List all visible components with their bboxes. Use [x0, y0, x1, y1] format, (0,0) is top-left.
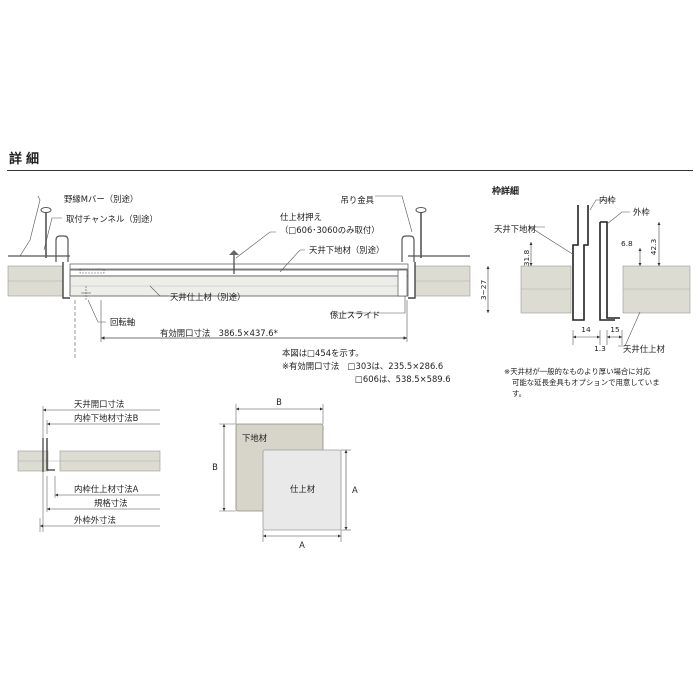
size-terms-diagram: 天井開口寸法 内枠下地材寸法B 内枠仕上材寸法A 規格寸法 外枠外寸法 — [17, 399, 161, 532]
dim-text-1-3: 1.3 — [594, 344, 606, 353]
frame-note-line3: す。 — [512, 389, 526, 398]
panel-label-base: 下地材 — [242, 433, 268, 443]
leader-frame-base — [528, 226, 575, 256]
leader-pivot — [87, 299, 106, 323]
inner-frame-profile — [572, 205, 589, 321]
label-finish-material: 天井仕上材（別途） — [170, 292, 245, 302]
frame-detail-title: 枠詳細 — [491, 185, 519, 197]
label-hanger: 吊り金具 — [341, 195, 375, 205]
panel-finish-material — [262, 449, 342, 531]
hanger-nut-right — [415, 207, 427, 213]
label-presser: 仕上材押え — [280, 212, 322, 222]
panel-dim-a-bottom: A — [299, 540, 305, 550]
label-opening: 有効開口寸法 386.5×437.6* — [160, 328, 278, 338]
lid-presser-strip — [69, 263, 409, 270]
frame-note-line2: 可能な延長金具もオプションで用意していま — [512, 378, 660, 387]
outer-frame-right — [408, 262, 416, 299]
frame-label-base: 天井下地材 — [494, 224, 536, 234]
panel-dim-b-top: B — [276, 397, 282, 407]
leader-outer-frame — [606, 211, 630, 225]
frame-label-inner: 内枠 — [599, 195, 616, 205]
leader-presser — [235, 231, 276, 259]
label-base-material: 天井下地材（別途） — [309, 245, 384, 255]
m-bar-right — [401, 235, 415, 262]
panel-dim-a-right: A — [352, 485, 358, 495]
dim-text-42-3: 42.3 — [649, 238, 658, 255]
size-label-outer-frame: 外枠外寸法 — [74, 515, 116, 525]
panel-dim-b-left: B — [212, 462, 218, 472]
leader-inner-frame — [589, 199, 610, 211]
screw-head — [229, 250, 239, 255]
dim-text-14: 14 — [581, 325, 591, 334]
frame-board-left — [520, 265, 572, 314]
leader-frame-finish — [618, 311, 641, 347]
label-slide: 係止スライド — [330, 310, 380, 320]
outer-frame-left — [62, 262, 70, 299]
leader-hanger — [375, 195, 413, 233]
frame-note-line1: ※天井材が一般的なものより厚い場合に対応 — [504, 367, 651, 376]
hanger-nut-left — [40, 207, 52, 213]
dim-text-15: 15 — [610, 325, 620, 334]
dim-text-3-27: 3~27 — [479, 280, 488, 301]
lid-base-board — [69, 269, 409, 277]
label-pivot: 回転軸 — [110, 317, 135, 327]
dim-text-6-8: 6.8 — [621, 239, 633, 248]
label-channel: 取付チャンネル（別途） — [66, 214, 158, 224]
frame-label-finish: 天井仕上材 — [623, 344, 665, 354]
size-label-ceiling-opening: 天井開口寸法 — [74, 399, 124, 409]
leader-channel — [43, 217, 62, 251]
size-label-inner-base: 内枠下地材寸法B — [74, 413, 139, 423]
leader-m-bar — [19, 195, 41, 257]
note-shown-size: 本図は□454を示す。 — [282, 348, 364, 358]
label-m-bar: 野縁Mバー（別途） — [64, 194, 138, 204]
frame-label-outer: 外枠 — [633, 207, 650, 217]
m-bar-left — [55, 235, 69, 262]
pivot-dashed — [79, 268, 105, 274]
panel-label-finish: 仕上材 — [290, 484, 316, 494]
frame-detail-view: 枠詳細 天井下地材 内枠 — [479, 185, 691, 398]
size-label-standard: 規格寸法 — [94, 498, 128, 508]
slide-lock — [397, 269, 408, 297]
page-title: 詳細 — [9, 152, 44, 167]
leader-slide — [330, 296, 406, 314]
size-label-inner-finish: 内枠仕上材寸法A — [74, 484, 139, 494]
title-rule — [7, 170, 693, 171]
note-opening-606: □606は、538.5×589.6 — [355, 374, 451, 384]
dim-text-31-8: 31.8 — [522, 249, 531, 266]
leader-finish — [149, 285, 168, 297]
note-opening-303: ※有効開口寸法 □303は、235.5×286.6 — [282, 361, 443, 371]
main-section-view: 野縁Mバー（別途） 取付チャンネル（別途） 吊り金具 仕上材押え （□606･3… — [7, 194, 471, 384]
leader-base-material — [279, 249, 305, 273]
outer-frame-profile — [599, 221, 620, 321]
panel-ab-diagram: B B A A 下地材 仕上材 — [212, 397, 358, 550]
label-presser-note: （□606･3060のみ取付） — [280, 225, 380, 235]
frame-board-right — [622, 265, 691, 314]
